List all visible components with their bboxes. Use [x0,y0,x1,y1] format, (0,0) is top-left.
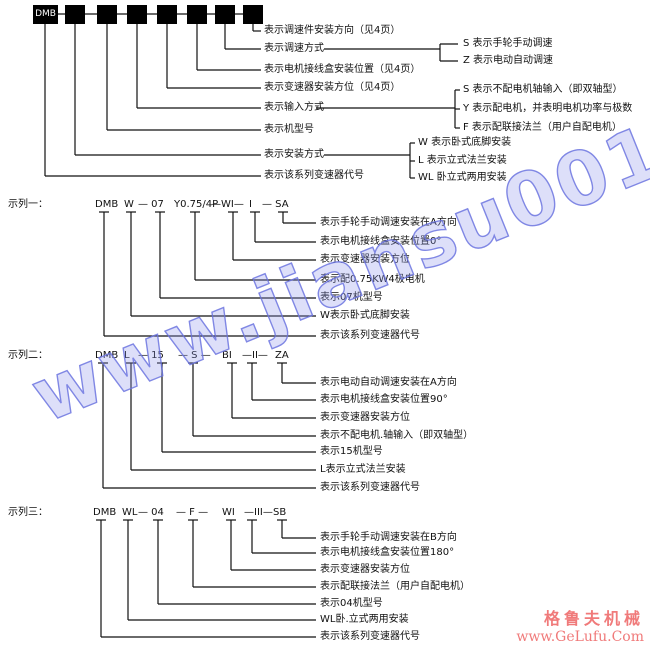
example-label: WL卧.立式两用安装 [320,614,409,625]
example-code-segment: WL [122,507,138,518]
example-label: 表示手轮手动调速安装在A方向 [320,217,457,228]
example-code-segment: —WI— [211,199,244,210]
example-code-segment: L [124,350,130,361]
example-code-segment: — S — [178,350,211,361]
example-label: W表示卧式底脚安装 [320,310,410,321]
example-code-segment: ZA [275,350,289,361]
example-label: 表示07机型号 [320,292,383,303]
example-code-segment: —II— [242,350,268,361]
example-label: 表示不配电机.轴输入（即双轴型） [320,430,474,441]
example-label: 表示该系列变速器代号 [320,631,420,642]
code-box-speed-mode [215,5,235,24]
example-label: 表示变速器安装方位 [320,254,410,265]
example-code-segment: DMB [95,199,119,210]
code-box-junction [187,5,207,24]
mount-option: L 表示立式法兰安装 [418,155,507,166]
input-option: F 表示配联接法兰（用户自配电机） [463,122,622,133]
example-label: 表示电机接线盒安装位置0° [320,236,442,247]
example-label: 表示04机型号 [320,598,383,609]
example-code-segment: —III— [244,507,273,518]
example-label: L表示立式法兰安装 [320,464,406,475]
mount-option: W 表示卧式底脚安装 [418,137,512,148]
code-box-mount [65,5,85,24]
scheme-label: 表示输入方式 [264,102,324,113]
brand-url: www.GeLufu.Com [516,629,644,645]
example-label: 表示变速器安装方位 [320,412,410,423]
example-label: 表示电机接线盒安装位置90° [320,394,448,405]
example-label: 表示电动自动调速安装在A方向 [320,377,457,388]
scheme-label: 表示调速件安装方向（见4页） [264,25,401,36]
example-label: 表示配0.75KW4极电机 [320,274,425,285]
code-box-speed-dir [243,5,263,24]
example-code-segment: Y0.75/4P [174,199,219,210]
example-code-segment: — 15 [138,350,164,361]
code-box-dmb: DMB [33,5,58,24]
example-label: 表示15机型号 [320,446,383,457]
example-code-segment: — 07 [138,199,164,210]
example-code-segment: SB [273,507,287,518]
example-code-segment: WI [222,507,235,518]
input-option: S 表示不配电机轴输入（即双轴型） [463,84,623,95]
example-label: 表示电机接线盒安装位置180° [320,547,455,558]
example-title: 示列二： [8,350,48,361]
example-title: 示列三： [8,507,48,518]
example-label: 表示配联接法兰（用户自配电机） [320,581,470,592]
example-code-segment: — 04 [138,507,164,518]
speed-option: S 表示手轮手动调速 [463,38,553,49]
scheme-label: 表示安装方式 [264,149,324,160]
brand-name: 格鲁夫机械 [543,609,644,628]
brand-logo: 格鲁夫机械 www.GeLufu.Com [516,605,644,645]
speed-option: Z 表示电动自动调速 [463,55,554,66]
example-code-segment: W [124,199,134,210]
scheme-label: 表示调速方式 [264,43,324,54]
example-label: 表示该系列变速器代号 [320,482,420,493]
example-code-segment: BI [222,350,232,361]
input-option: Y 表示配电机，并表明电机功率与极数 [463,103,633,114]
example-label: 表示手轮手动调速安装在B方向 [320,532,457,543]
example-code-segment: I [249,199,252,210]
example-title: 示列一： [8,199,48,210]
scheme-label: 表示变速器安装方位（见4页） [264,82,401,93]
example-code-segment: DMB [95,350,119,361]
scheme-label: 表示该系列变速器代号 [264,170,364,181]
example-code-segment: — SA [262,199,289,210]
scheme-label: 表示电机接线盒安装位置（见4页） [264,64,421,75]
example-label: 表示该系列变速器代号 [320,330,420,341]
code-box-orientation [157,5,177,24]
example-code-segment: — F — [176,507,209,518]
example-code-segment: DMB [93,507,117,518]
code-box-input [127,5,147,24]
mount-option: WL 卧立式两用安装 [418,172,507,183]
example-label: 表示变速器安装方位 [320,564,410,575]
code-box-model [97,5,117,24]
scheme-label: 表示机型号 [264,124,314,135]
